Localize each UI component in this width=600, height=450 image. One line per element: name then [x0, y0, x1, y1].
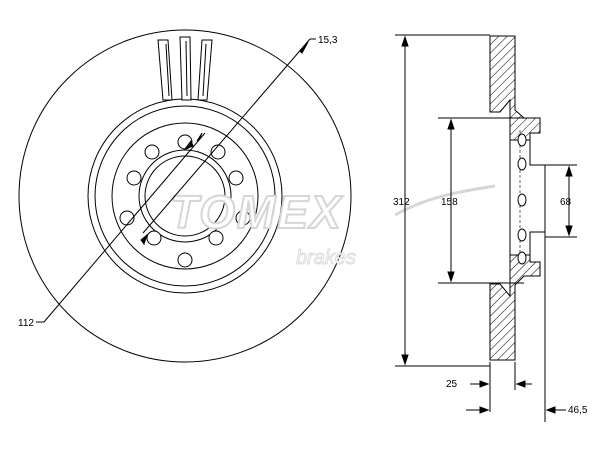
small-hole — [210, 144, 226, 160]
hat-diameter-dimension — [438, 117, 524, 284]
hub-profile — [509, 140, 546, 255]
bolt-hole — [146, 230, 162, 246]
outer-diameter-label: 312 — [393, 197, 410, 208]
disc-thickness-label: 25 — [446, 379, 458, 390]
disc-outer-edge — [18, 29, 352, 363]
total-height-label: 46,5 — [568, 405, 588, 416]
pcd-leader — [36, 132, 206, 323]
hub-side-holes — [517, 133, 527, 265]
center-bore-label: 68 — [560, 197, 572, 208]
pcd-label: 112 — [18, 318, 34, 329]
bolt-hole — [126, 170, 142, 186]
brand-swoosh — [394, 184, 496, 217]
vent-slot — [157, 39, 173, 101]
hat-inner-circle — [94, 105, 276, 287]
vent-slot — [179, 36, 192, 101]
vent-slots — [157, 36, 213, 101]
small-hole — [144, 144, 160, 160]
total-height-dimension — [466, 232, 566, 422]
center-bore-outer — [138, 149, 232, 243]
side-view: 312 158 68 25 — [393, 34, 588, 422]
bolt-hole — [208, 230, 224, 246]
center-bore-dimension — [545, 164, 577, 238]
disc-section-top — [489, 35, 541, 141]
brand-watermark: TOMEX brakes — [169, 184, 496, 270]
bolt-holes — [119, 134, 251, 268]
bolt-hole — [228, 170, 244, 186]
svg-text:TOMEX: TOMEX — [170, 186, 343, 238]
front-view: TOMEX brakes 15,3 112 — [18, 29, 496, 363]
small-hole — [177, 252, 193, 268]
disc-section-bottom — [489, 254, 541, 361]
small-hole — [119, 210, 135, 226]
hat-step-circle — [111, 122, 259, 270]
outer-diameter-dimension — [395, 34, 490, 367]
hat-diameter-label: 158 — [441, 197, 458, 208]
disc-thickness-dimension — [470, 362, 532, 412]
bolt-hole-diameter-leader — [142, 38, 316, 234]
svg-text:brakes: brakes — [296, 247, 356, 269]
small-hole — [235, 210, 251, 226]
bolt-hole-diameter-label: 15,3 — [318, 35, 338, 46]
